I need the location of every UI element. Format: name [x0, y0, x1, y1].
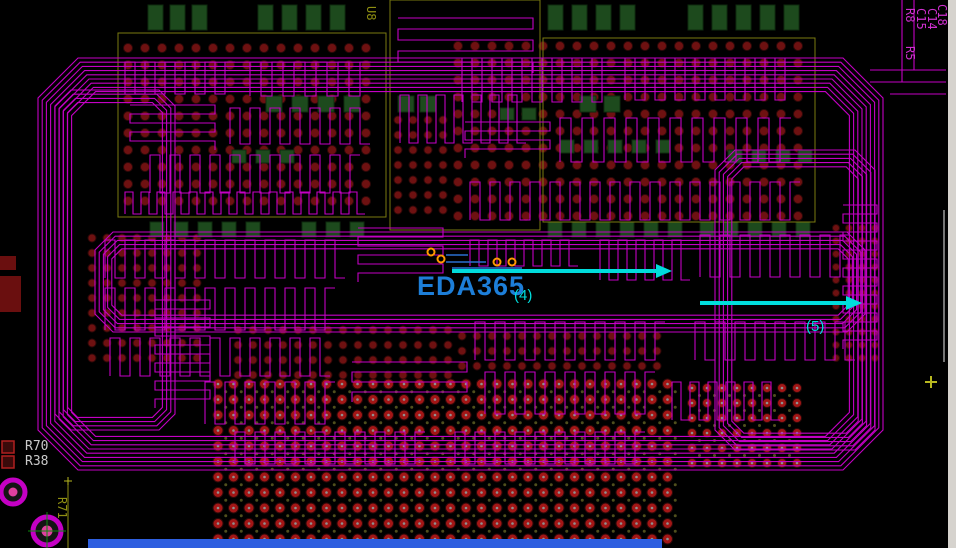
- side-panel-edge: [948, 0, 956, 548]
- detail-layer: [0, 210, 945, 548]
- pads-layer: [87, 41, 879, 545]
- smd-pads-layer: [147, 4, 813, 238]
- annotation-arrows-layer: [452, 264, 862, 310]
- component-outlines-layer: [117, 0, 816, 231]
- traces-layer: [37, 0, 946, 471]
- bottom-blue-bar: [88, 539, 662, 548]
